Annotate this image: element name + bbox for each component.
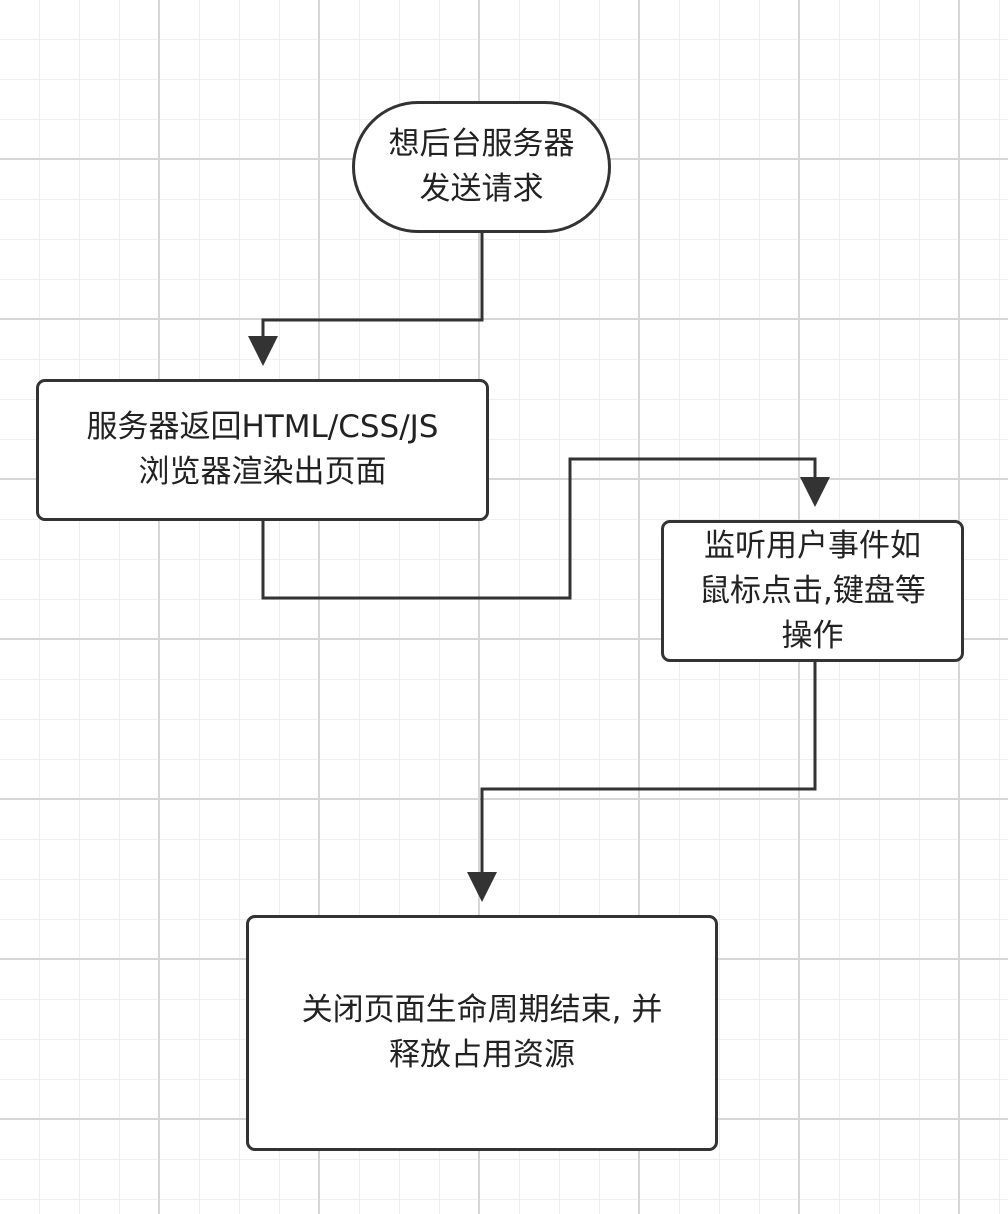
node-send-request-label: 想后台服务器 发送请求	[388, 126, 575, 207]
node-close-page-label: 关闭页面生命周期结束, 并 释放占用资源	[301, 992, 663, 1073]
edge-listen-to-close	[467, 662, 817, 902]
node-render-page-label: 服务器返回HTML/CSS/JS 浏览器渲染出页面	[86, 409, 439, 490]
edge-render-to-listen	[261, 457, 830, 600]
node-listen-events-label: 监听用户事件如 鼠标点击,键盘等 操作	[699, 527, 926, 654]
node-close-page[interactable]: 关闭页面生命周期结束, 并 释放占用资源	[246, 915, 718, 1151]
node-render-page[interactable]: 服务器返回HTML/CSS/JS 浏览器渲染出页面	[36, 379, 489, 521]
edge-start-to-render	[248, 233, 484, 366]
node-listen-events[interactable]: 监听用户事件如 鼠标点击,键盘等 操作	[661, 520, 964, 662]
node-send-request[interactable]: 想后台服务器 发送请求	[352, 101, 611, 233]
